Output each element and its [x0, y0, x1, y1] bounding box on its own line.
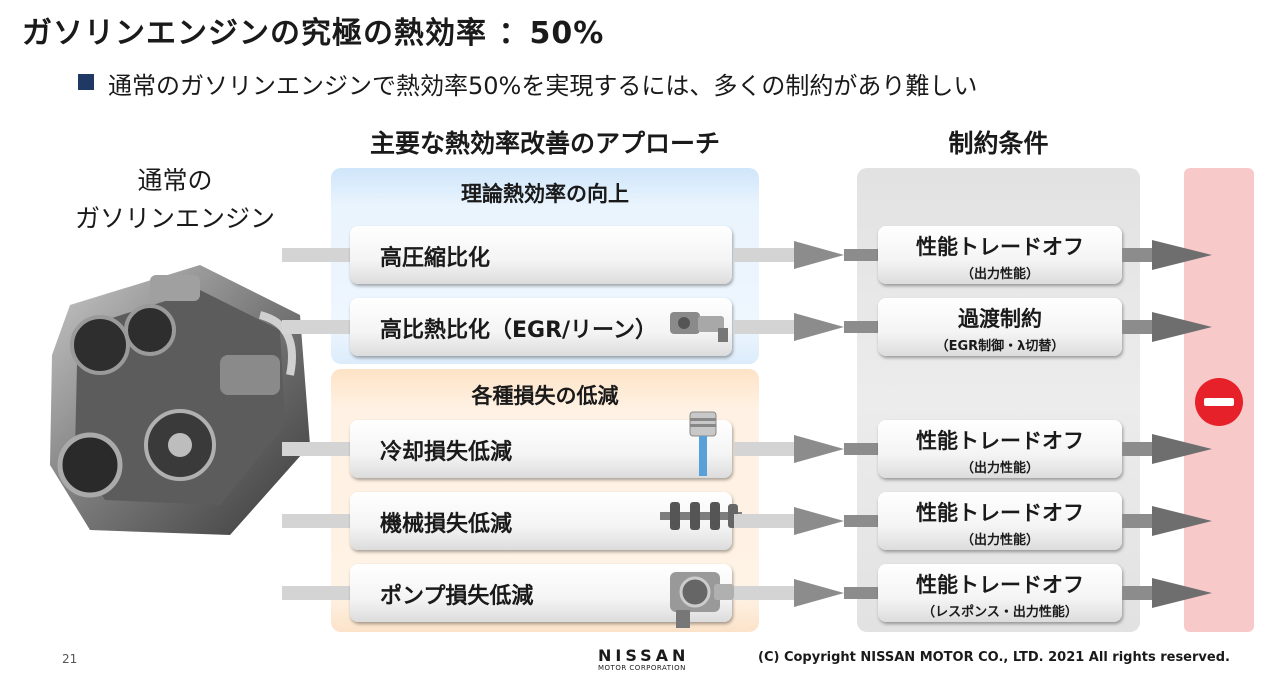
middle-arrow-1: [734, 241, 878, 269]
input-arrows: [282, 248, 352, 600]
throttle-icon: [670, 572, 734, 628]
constraint-box-4: 性能トレードオフ （出力性能）: [878, 492, 1122, 550]
approach-label-3: 冷却損失低減: [380, 440, 513, 465]
right-arrows: [1122, 240, 1212, 608]
constraint-main-5: 性能トレードオフ: [916, 573, 1084, 597]
engine-label-line2: ガソリンエンジン: [74, 204, 275, 233]
bullet-text: 通常のガソリンエンジンで熱効率50%を実現するには、多くの制約があり難しい: [108, 72, 978, 100]
middle-arrow-5: [734, 579, 878, 607]
approach-box-2: 高比熱比化（EGR/リーン）: [350, 298, 732, 356]
approach-heading: 主要な熱効率改善のアプローチ: [369, 129, 720, 158]
middle-arrow-4: [734, 507, 878, 535]
page-number: 21: [62, 652, 78, 666]
engine-image: [50, 265, 310, 535]
constraint-heading: 制約条件: [948, 129, 1049, 158]
group-loss-title: 各種損失の低減: [471, 384, 619, 408]
approach-label-1: 高圧縮比化: [380, 246, 491, 271]
engine-label: 通常の ガソリンエンジン: [70, 162, 280, 238]
constraint-box-2: 過渡制約 （EGR制御・λ切替）: [878, 298, 1122, 356]
middle-arrow-2: [734, 313, 878, 341]
crankshaft-icon: [660, 502, 742, 530]
approach-box-4: 機械損失低減: [350, 492, 732, 550]
constraint-main-3: 性能トレードオフ: [916, 429, 1084, 453]
constraint-main-1: 性能トレードオフ: [916, 235, 1084, 259]
egr-valve-icon: [670, 312, 728, 342]
constraint-sub-1: （出力性能）: [960, 267, 1039, 282]
input-arrow-4: [282, 514, 352, 528]
constraint-box-1: 性能トレードオフ （出力性能）: [878, 226, 1122, 284]
right-arrow-3: [1122, 434, 1212, 464]
approach-box-3: 冷却損失低減: [350, 420, 732, 478]
constraint-sub-5: （レスポンス・出力性能）: [922, 605, 1078, 620]
input-arrow-2: [282, 320, 352, 334]
constraint-box-5: 性能トレードオフ （レスポンス・出力性能）: [878, 564, 1122, 622]
group-theoretical-title: 理論熱効率の向上: [461, 182, 629, 206]
approach-label-5: ポンプ損失低減: [380, 584, 534, 609]
right-arrow-2: [1122, 312, 1212, 342]
middle-arrow-3: [734, 435, 878, 463]
slide-title: ガソリンエンジンの究極の熱効率 ：50%: [22, 16, 605, 51]
copyright: (C) Copyright NISSAN MOTOR CO., LTD. 202…: [758, 650, 1230, 665]
no-entry-icon: [1195, 378, 1243, 426]
constraint-sub-2: （EGR制御・λ切替）: [935, 339, 1065, 354]
input-arrow-1: [282, 248, 352, 262]
constraint-box-3: 性能トレードオフ （出力性能）: [878, 420, 1122, 478]
input-arrow-3: [282, 442, 352, 456]
bullet-square: [78, 74, 94, 90]
approach-label-4: 機械損失低減: [380, 512, 513, 537]
approach-box-5: ポンプ損失低減: [350, 564, 732, 622]
right-arrow-5: [1122, 578, 1212, 608]
approach-label-2: 高比熱比化（EGR/リーン）: [380, 318, 657, 343]
constraint-sub-4: （出力性能）: [960, 533, 1039, 548]
middle-arrows: [734, 241, 878, 607]
input-arrow-5: [282, 586, 352, 600]
nissan-logo: NISSAN: [598, 646, 690, 665]
right-arrow-4: [1122, 506, 1212, 536]
constraint-main-4: 性能トレードオフ: [916, 501, 1084, 525]
engine-label-line1: 通常の: [137, 166, 213, 195]
piston-icon: [689, 411, 717, 476]
nissan-logo-sub: MOTOR CORPORATION: [598, 664, 686, 672]
constraint-main-2: 過渡制約: [958, 307, 1042, 331]
constraint-sub-3: （出力性能）: [960, 461, 1039, 476]
approach-box-1: 高圧縮比化: [350, 226, 732, 284]
right-arrow-1: [1122, 240, 1212, 270]
